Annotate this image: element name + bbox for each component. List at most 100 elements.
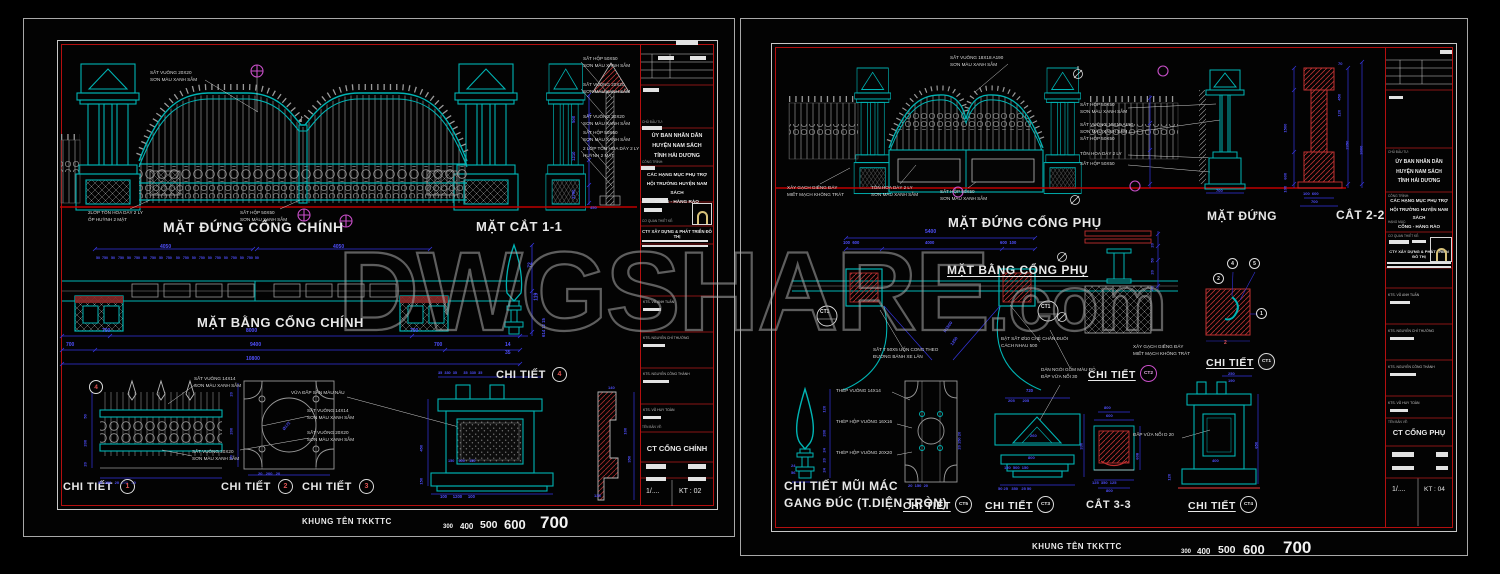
dim: 720 xyxy=(1026,388,1033,393)
dim: 4050 xyxy=(160,244,172,250)
dim: 614 12 15 xyxy=(541,318,547,337)
dim: 450 xyxy=(1336,93,1342,101)
right-titleblock-rules xyxy=(1386,89,1452,479)
dim: 2790 xyxy=(571,189,577,199)
right-spear-detail xyxy=(792,386,1211,483)
left-detail2-ornament xyxy=(237,380,335,476)
dim: 14 xyxy=(505,342,511,348)
right-triangle-detail xyxy=(994,384,1085,486)
right-tb-sheet-no: KT : 04 xyxy=(1424,486,1445,493)
right-tb-field-label: TÊN BẢN VẼ: xyxy=(1388,420,1408,424)
right-detail-ct2-label: CHI TIẾT xyxy=(1088,369,1136,381)
tb-bar xyxy=(1390,373,1416,376)
left-tb-field-label: TÊN BẢN VẼ: xyxy=(642,425,662,429)
annotation: SẮT HỘP 50X50 xyxy=(1080,161,1115,166)
dim: 72 xyxy=(527,262,534,268)
right-ct3-bubble: CT3 xyxy=(1037,496,1054,513)
dim: 120 xyxy=(1166,473,1172,481)
right-title-mac2: GANG ĐÚC (T.DIỆN TRÒN) xyxy=(784,496,947,510)
tb-bar xyxy=(690,56,706,60)
scale-number: 700 xyxy=(540,513,569,532)
dim: 140 xyxy=(608,385,615,390)
dim: 20 xyxy=(1149,243,1155,248)
dim: 50 xyxy=(82,414,88,419)
right-tb-ratio: 1/.... xyxy=(1392,486,1406,493)
dim: 700 xyxy=(102,328,111,334)
left-tb-name: KTS. VŨ ANH TUẤN xyxy=(643,300,675,304)
right-tb-name: KTS. VŨ HUY TOÀN xyxy=(1388,401,1420,405)
dim: 700 xyxy=(410,328,419,334)
right-ct5-bubble: CT5 xyxy=(955,496,972,513)
dim: 20 150 20 xyxy=(956,431,962,450)
annotation: SẮT VUÔNG 18X18 A190 SƠN MÀU XANH SẪM SẮ… xyxy=(1080,122,1134,141)
left-title-section: MẶT CẮT 1-1 xyxy=(476,219,563,234)
right-tb-field-label: HẠNG MỤC: xyxy=(1388,220,1407,224)
dim: 650 xyxy=(1253,441,1259,449)
annotation: TÔN HOA DÀY 2 LY SƠN MÀU XANH SẪM xyxy=(871,185,919,197)
scale-number: 300 xyxy=(1181,549,1192,555)
dim: 800 xyxy=(1104,405,1111,410)
dim: 600 100 xyxy=(1000,240,1017,245)
dim: 119 xyxy=(533,292,540,301)
dim: 700 xyxy=(1311,199,1318,204)
tb-bar xyxy=(1412,240,1426,243)
dim: 120 xyxy=(821,405,827,413)
tb-bar xyxy=(643,380,669,383)
plan-ct1-marker: CT1 xyxy=(820,309,830,315)
annotation: SẮT VUÔNG 20X20 SƠN MÀU XANH SẪM xyxy=(150,70,198,82)
tb-bar xyxy=(643,88,659,92)
right-pattern-detail xyxy=(904,380,958,483)
right-ct1-bubble: CT1 xyxy=(1258,353,1275,370)
tb-bar xyxy=(646,477,666,481)
right-tb-client: ỦY BAN NHÂN DÂN HUYỆN NAM SÁCH TỈNH HẢI … xyxy=(1395,159,1443,184)
dim: 350 xyxy=(626,455,632,463)
keyed-note: 2 xyxy=(1224,340,1227,346)
annotation: THÉP HỘP VUÔNG 20X20 xyxy=(836,450,892,455)
left-detail3-label: CHI TIẾT xyxy=(302,481,352,493)
right-detail-ct3-label: CHI TIẾT xyxy=(985,500,1033,512)
tb-bar xyxy=(642,126,662,130)
dim: 100 xyxy=(1282,185,1288,193)
tb-bar xyxy=(643,344,665,347)
dim: 50 xyxy=(1149,258,1155,263)
dim: 200 xyxy=(82,439,88,447)
keyed-note-bubble: 5 xyxy=(1249,258,1260,269)
right-title-section33: CẮT 3-3 xyxy=(1086,499,1132,511)
dim: 1210 xyxy=(571,151,577,161)
annotation: SẮT T 50X5 UỐN CONG THEO ĐƯỜNG BÁNH XE L… xyxy=(873,347,939,359)
company-logo-arch-icon xyxy=(1430,237,1452,262)
dim: 24 xyxy=(821,448,827,453)
dim: 120 xyxy=(1336,109,1342,117)
right-title-plan: MẶT BẰNG CỔNG PHỤ xyxy=(947,263,1089,277)
dim: 1500 xyxy=(1282,123,1288,133)
dim: 150 500 150 xyxy=(1004,465,1029,470)
dim: 190 xyxy=(1228,378,1235,383)
tb-bar xyxy=(676,40,698,45)
dim: 40 xyxy=(1149,286,1155,291)
right-titleblock-grid xyxy=(1386,59,1452,526)
right-corner-detail xyxy=(1205,271,1258,342)
right-gate-plan xyxy=(792,235,1178,391)
right-ct4-bubble: CT4 xyxy=(1240,496,1257,513)
left-tb-field-label: CÔNG TRÌNH: xyxy=(642,160,664,164)
dim: 400 xyxy=(1212,458,1219,463)
tb-bar xyxy=(642,245,708,247)
dim: 20 200 20 xyxy=(258,471,281,476)
left-gate-plan xyxy=(59,246,523,367)
left-spear-detail xyxy=(500,242,535,337)
annotation: SẮT VUÔNG 20X20 SƠN MÀU XANH SẪM xyxy=(192,449,240,461)
dim: 450 xyxy=(418,444,424,452)
right-section-2-2 xyxy=(1291,59,1365,207)
tb-bar xyxy=(1387,262,1451,264)
left-sheet-inner-frame xyxy=(57,40,718,510)
annotation: SẮT HỘP 50X50 SƠN MÀU XANH SẪM xyxy=(940,189,988,201)
tb-bar xyxy=(688,464,706,469)
right-tb-field-label: CHỦ ĐẦU TƯ: xyxy=(1388,150,1409,154)
scale-number: 600 xyxy=(504,517,526,532)
left-detail4-ref-bubble: 4 xyxy=(552,367,567,382)
left-tb-name: KTS. NGUYỄN CÔNG THÀNH xyxy=(643,372,690,376)
tb-bar xyxy=(641,166,655,170)
tb-bar xyxy=(1387,266,1451,268)
dim: 3000 xyxy=(1358,145,1364,155)
right-detail-ct1-label: CHI TIẾT xyxy=(1206,357,1254,369)
